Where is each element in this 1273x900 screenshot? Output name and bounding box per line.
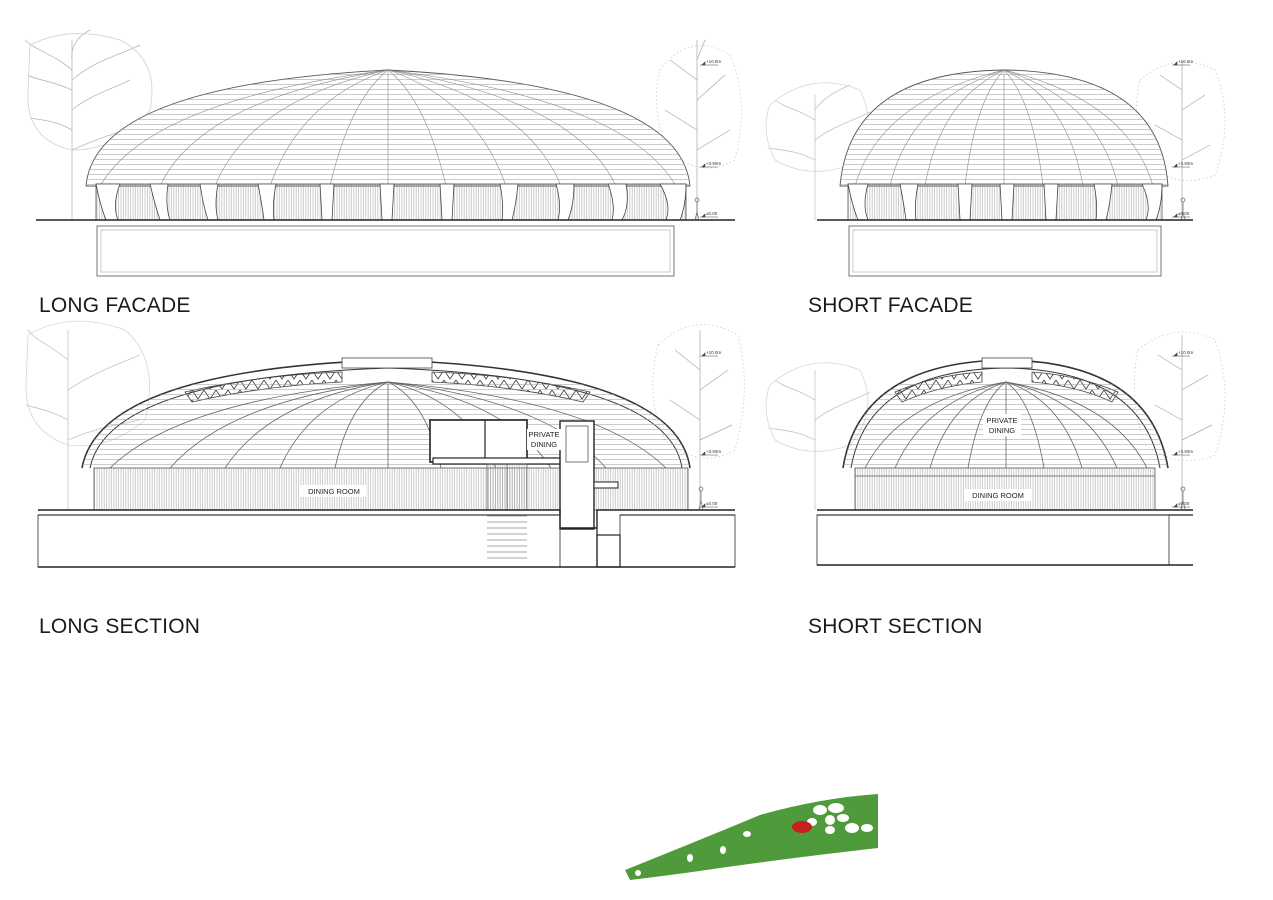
level-top-label: +10.0m [1178, 59, 1193, 64]
level-ground-label: ±0.00 [706, 501, 718, 506]
level-markers [1172, 61, 1190, 218]
level-markers [1172, 352, 1190, 508]
dining-room-label: DINING ROOM [308, 487, 360, 496]
level-mid-label: +3.50m [706, 449, 721, 454]
tree-right-icon [652, 324, 745, 510]
level-ground-label: ±0.00 [706, 211, 718, 216]
long-facade-drawing: +10.0m +3.50m ±0.00 [24, 29, 742, 277]
dining-room-label: DINING ROOM [972, 491, 1024, 500]
tree-right-icon [1136, 60, 1226, 220]
level-markers [700, 61, 718, 218]
tree-right-icon [656, 39, 742, 220]
short-facade-title: SHORT FACADE [808, 294, 973, 317]
level-top-label: +10.0m [706, 350, 721, 355]
person-scale-icon [694, 197, 700, 221]
level-mid-label: +3.50m [1178, 449, 1193, 454]
person-scale-icon [1180, 197, 1186, 221]
short-section-drawing: +10.0m +3.50m ±0.00 PRIVATE DINING DININ… [765, 331, 1226, 566]
level-top-label: +10.0m [706, 59, 721, 64]
short-facade-drawing: +10.0m +3.50m ±0.00 [765, 59, 1226, 277]
short-section-title: SHORT SECTION [808, 615, 983, 638]
level-mid-label: +3.50m [706, 161, 721, 166]
tree-left-icon [24, 29, 153, 220]
site-marker-red [792, 821, 812, 833]
site-buildings [635, 803, 873, 876]
tree-right-icon [1133, 331, 1226, 510]
level-ground-label: ±0.00 [1178, 501, 1190, 506]
person-scale-icon [1180, 486, 1186, 510]
long-section-drawing: +10.0m +3.50m ±0.00 DINING ROOM PRIVATE … [25, 320, 745, 568]
long-facade-title: LONG FACADE [39, 294, 191, 317]
private-dining-label-line2: DINING [531, 440, 557, 449]
site-key-plan [625, 794, 878, 880]
private-dining-label-line1: PRIVATE [529, 430, 560, 439]
level-ground-label: ±0.00 [1178, 211, 1190, 216]
private-dining-label-line1: PRIVATE [987, 416, 1018, 425]
level-markers [700, 352, 718, 508]
level-mid-label: +3.50m [1178, 161, 1193, 166]
private-dining-label-line2: DINING [989, 426, 1015, 435]
person-scale-icon [698, 486, 704, 510]
level-top-label: +10.0m [1178, 350, 1193, 355]
long-section-title: LONG SECTION [39, 615, 201, 638]
stair [486, 463, 528, 559]
